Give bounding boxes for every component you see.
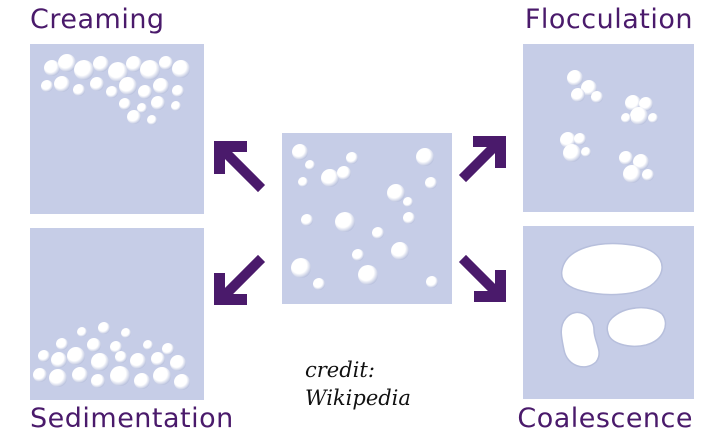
sedimentation-droplets — [33, 322, 190, 390]
creaming-droplets — [41, 54, 190, 125]
credit-text: credit: Wikipedia — [305, 356, 411, 413]
flocculation-clusters — [560, 70, 658, 183]
coalescence-label: Coalescence — [517, 403, 693, 434]
arrow-up-right-icon — [458, 136, 506, 183]
initial-emulsion-droplets — [291, 144, 438, 290]
arrow-down-right-icon — [458, 254, 506, 302]
credit-line-1: credit: — [305, 358, 375, 382]
creaming-label: Creaming — [30, 4, 165, 35]
flocculation-label: Flocculation — [524, 4, 693, 35]
coalescence-blobs — [560, 242, 667, 368]
sedimentation-label: Sedimentation — [30, 403, 234, 434]
flocculation-panel — [523, 44, 694, 212]
arrow-down-left-icon — [214, 254, 266, 305]
arrow-up-left-icon — [214, 141, 266, 193]
credit-line-2: Wikipedia — [305, 386, 411, 411]
